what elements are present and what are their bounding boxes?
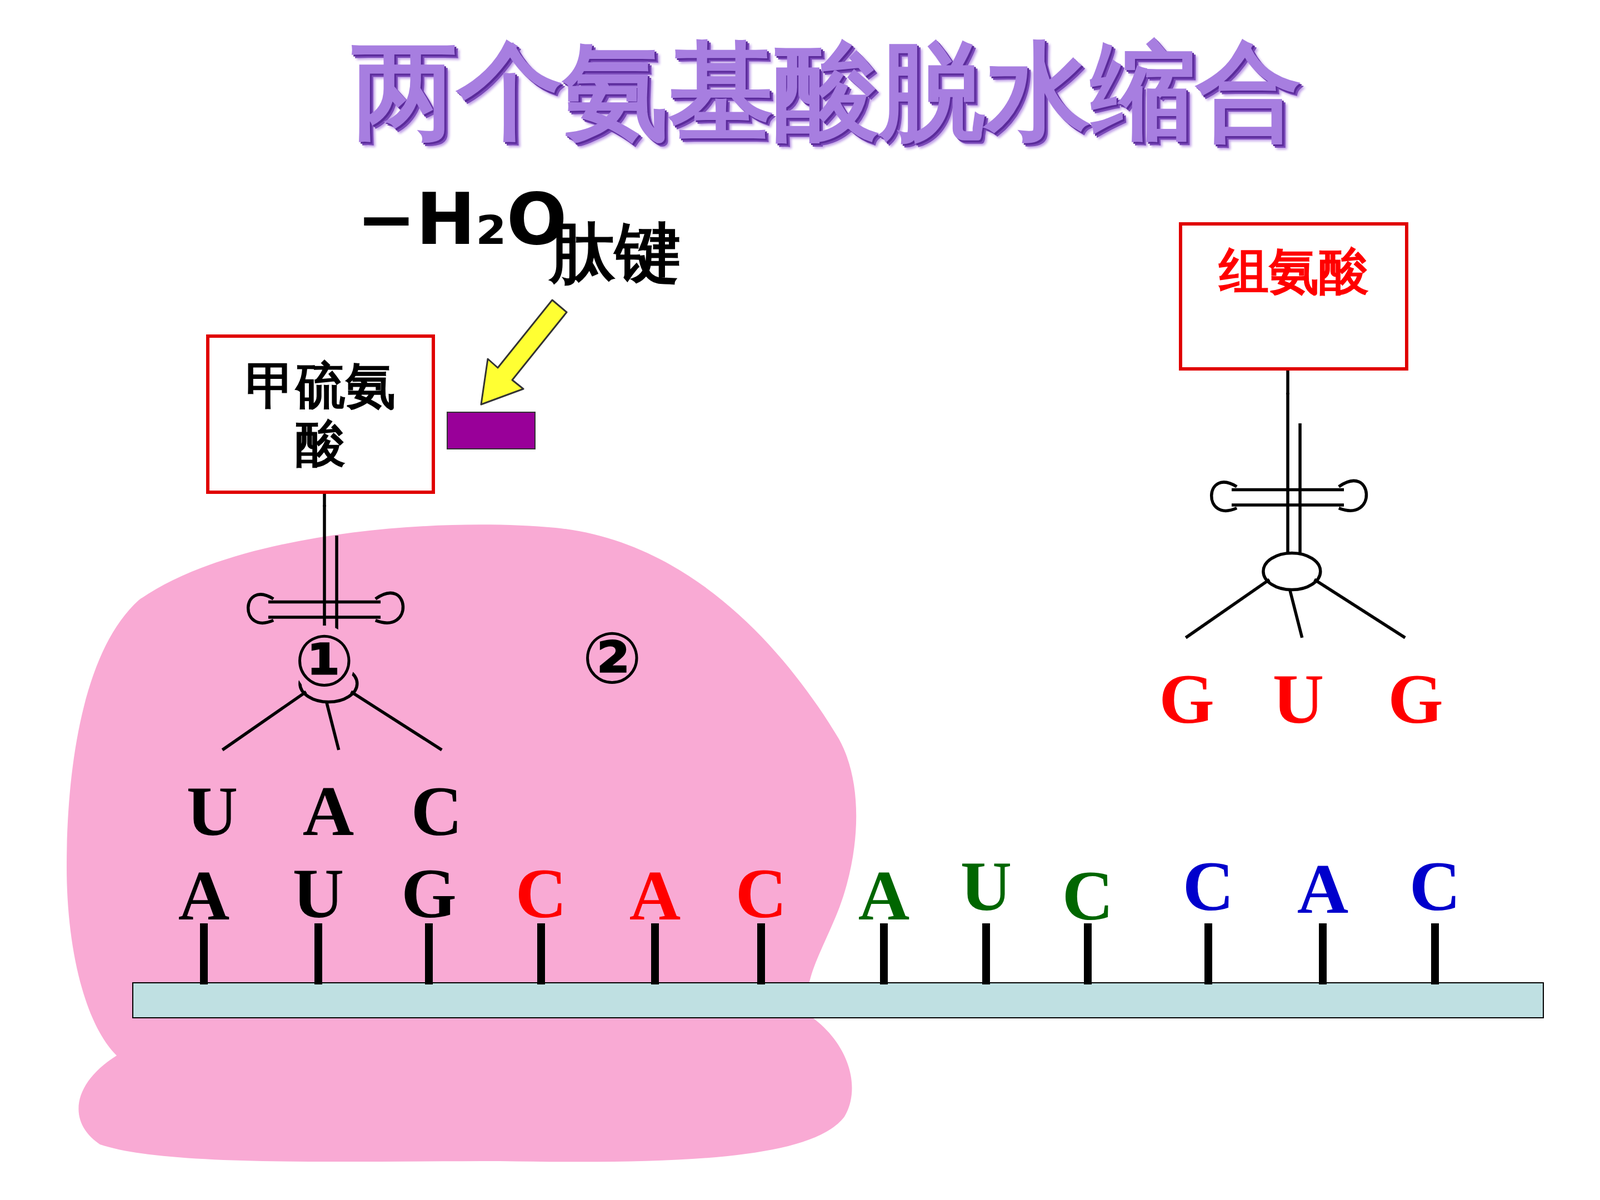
codon-base: A [629, 860, 681, 932]
codon-base: A [178, 860, 230, 932]
codon-base: C [1182, 850, 1234, 922]
base-tick [1318, 923, 1327, 985]
codon-base: C [735, 857, 787, 929]
formula-label: −H₂O [356, 183, 567, 255]
codon-base: A [1297, 853, 1349, 925]
peptide-bond [447, 412, 535, 449]
codon-base: U [292, 857, 344, 929]
callout-number: ① [294, 625, 355, 697]
amino-acid-name: 甲硫氨酸 [229, 356, 412, 472]
amino-acid-name: 组氨酸 [1202, 242, 1385, 300]
amino-acid-box: 甲硫氨酸 [206, 334, 435, 494]
base-tick [651, 923, 659, 985]
bond-label: 肽键 [549, 220, 681, 286]
anticodon-base: A [302, 775, 354, 847]
base-tick [982, 923, 990, 985]
callout-number: ② [582, 622, 643, 694]
anticodon-base: C [411, 775, 463, 847]
base-tick [757, 923, 765, 985]
ribosome [66, 524, 857, 1162]
codon-base: C [1409, 850, 1461, 922]
base-tick [537, 923, 545, 985]
base-tick [1083, 923, 1092, 985]
base-tick [880, 923, 888, 985]
base-tick [425, 923, 433, 985]
anticodon-base: U [186, 775, 238, 847]
codon-base: U [960, 850, 1012, 922]
codon-base: C [515, 857, 567, 929]
trna-left [222, 505, 442, 750]
anticodon-base: G [1387, 663, 1444, 735]
base-tick [314, 923, 323, 985]
amino-acid-box: 组氨酸 [1178, 222, 1409, 371]
title: 两个氨基酸脱水缩合 [351, 38, 1302, 145]
codon-base: C [1062, 860, 1114, 932]
codon-base: A [858, 860, 910, 932]
base-tick [1204, 923, 1213, 985]
mrna-strand [132, 982, 1544, 1018]
pointer-arrow [481, 300, 567, 405]
trna-stem [1286, 370, 1290, 395]
base-tick [1431, 923, 1439, 985]
trna-right [1185, 392, 1405, 638]
base-tick [200, 923, 208, 985]
anticodon-base: G [1158, 663, 1215, 735]
mrna-ticks [203, 923, 1435, 985]
anticodon-base: U [1272, 663, 1324, 735]
codon-base: G [401, 857, 457, 929]
